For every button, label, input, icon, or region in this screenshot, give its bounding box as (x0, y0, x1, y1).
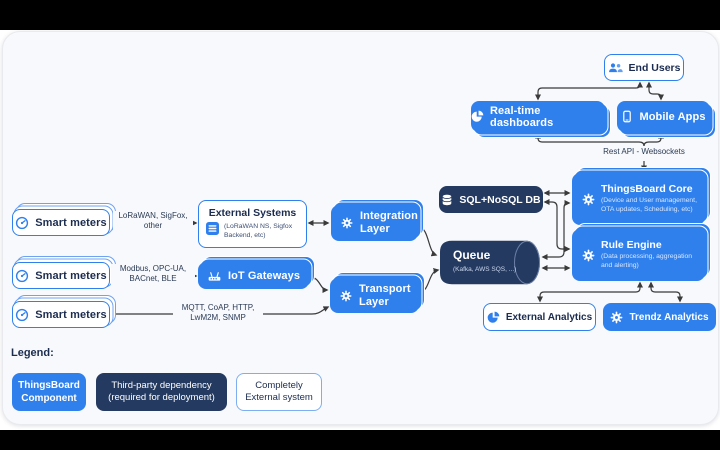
node-label: IoT Gateways (227, 269, 301, 282)
legend-item-completely-external-system: Completely External system (236, 373, 322, 411)
node-subtitle: (LoRaWAN NS, Sigfox Backend, etc) (224, 223, 293, 240)
legend-item-third-party-dependency: Third-party dependency (required for dep… (96, 373, 227, 411)
node-label: Trendz Analytics (629, 311, 709, 323)
node-transport-layer: Transport Layer (330, 278, 419, 313)
node-title: Queue (453, 248, 491, 262)
gear-icon (340, 290, 352, 302)
pie-chart-icon (471, 110, 484, 123)
node-subtitle: (Data processing, aggregation and alerti… (601, 253, 693, 270)
node-iot-gateways: IoT Gateways (198, 262, 309, 289)
router-icon (207, 270, 222, 282)
node-integration-layer: Integration Layer (331, 205, 418, 241)
edge-label-mqtt: MQTT, CoAP, HTTP, LwM2M, SNMP (173, 303, 263, 324)
queue-cylinder (440, 240, 540, 285)
node-label: Transport Layer (359, 282, 411, 308)
node-subtitle: (Device and User management, OTA updates… (601, 197, 697, 214)
gauge-icon (15, 269, 29, 283)
node-smart-meters-1: Smart meters (12, 209, 110, 236)
node-title: Rule Engine (601, 239, 662, 252)
node-title: External Systems (208, 206, 297, 219)
edge-label-modbus: Modbus, OPC-UA, BACnet, BLE (111, 264, 195, 285)
node-rule-engine: Rule Engine (Data processing, aggregatio… (572, 229, 705, 281)
node-trendz-analytics: Trendz Analytics (603, 303, 716, 331)
edge-label-lorawan: LoRaWAN, SigFox, other (113, 211, 193, 232)
node-mobile-apps: Mobile Apps (617, 101, 710, 132)
node-label: Smart meters (35, 216, 107, 229)
node-smart-meters-2: Smart meters (12, 262, 110, 289)
node-sql-nosql-db: SQL+NoSQL DB (439, 186, 543, 213)
gear-icon (610, 311, 623, 324)
node-external-systems: External Systems (LoRaWAN NS, Sigfox Bac… (198, 200, 307, 248)
node-realtime-dashboards: Real-time dashboards (471, 101, 605, 132)
legend-item-thingsboard-component: ThingsBoard Component (12, 373, 86, 411)
gear-icon (341, 217, 353, 229)
edge-label-rest-api: Rest API - Websockets (603, 147, 685, 156)
legend-title: Legend: (11, 347, 54, 359)
node-queue: Queue (Kafka, AWS SQS, ...) (439, 240, 541, 285)
node-title: ThingsBoard Core (601, 183, 693, 196)
node-end-users: End Users (604, 54, 684, 81)
node-thingsboard-core: ThingsBoard Core (Device and User manage… (572, 173, 705, 225)
server-icon (206, 222, 219, 236)
node-label: External Analytics (505, 311, 593, 323)
phone-icon (621, 110, 633, 123)
gear-icon (582, 249, 595, 262)
gear-icon (582, 193, 595, 206)
node-subtitle: (Kafka, AWS SQS, ...) (453, 266, 517, 273)
gauge-icon (15, 216, 29, 230)
node-label: Real-time dashboards (490, 104, 554, 129)
node-label: Integration Layer (360, 210, 418, 235)
node-label: SQL+NoSQL DB (459, 193, 541, 206)
node-smart-meters-3: Smart meters (12, 301, 110, 328)
node-label: End Users (628, 61, 681, 74)
pie-chart-icon (487, 311, 500, 324)
users-icon (608, 62, 623, 74)
gauge-icon (15, 308, 29, 322)
node-external-analytics: External Analytics (483, 303, 596, 331)
node-label: Smart meters (35, 308, 107, 321)
database-icon (441, 194, 453, 206)
node-label: Smart meters (35, 269, 107, 282)
node-label: Mobile Apps (639, 110, 706, 123)
